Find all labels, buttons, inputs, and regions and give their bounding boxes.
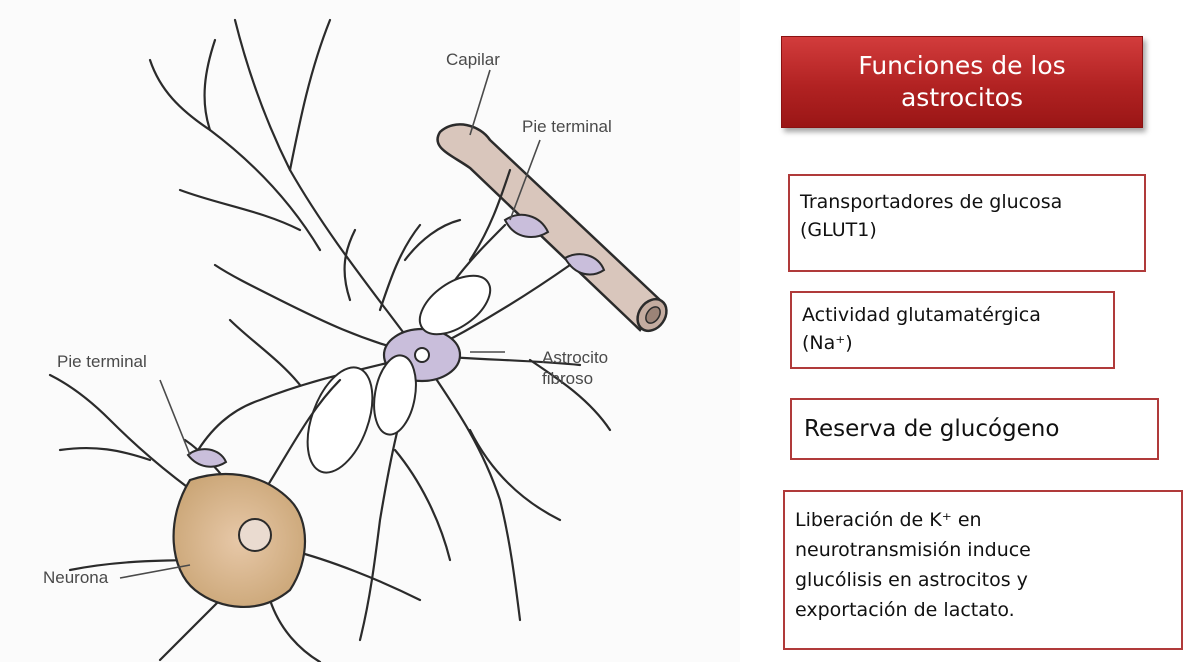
title-banner: Funciones de los astrocitos [781, 36, 1143, 128]
function-box-glut1: Transportadores de glucosa (GLUT1) [788, 174, 1146, 272]
label-astrocito-fibroso: Astrocito fibroso [542, 347, 608, 389]
function-text-glutamatergic: Actividad glutamatérgica (Na⁺) [802, 301, 1113, 357]
function-text-glycogen: Reserva de glucógeno [804, 414, 1157, 444]
label-neurona: Neurona [43, 567, 108, 588]
background-smudge [0, 0, 740, 662]
astrocyte-illustration [0, 0, 740, 662]
label-pie-terminal-top: Pie terminal [522, 116, 612, 137]
function-text-lactate: Liberación de K⁺ en neurotransmisión ind… [795, 505, 1181, 625]
function-box-glutamatergic: Actividad glutamatérgica (Na⁺) [790, 291, 1115, 369]
label-capilar: Capilar [446, 49, 500, 70]
function-box-lactate: Liberación de K⁺ en neurotransmisión ind… [783, 490, 1183, 650]
function-text-glut1: Transportadores de glucosa (GLUT1) [800, 188, 1144, 244]
function-box-glycogen: Reserva de glucógeno [790, 398, 1159, 460]
page-title: Funciones de los astrocitos [858, 50, 1065, 114]
label-pie-terminal-left: Pie terminal [57, 351, 147, 372]
neuron-nucleus [239, 519, 271, 551]
